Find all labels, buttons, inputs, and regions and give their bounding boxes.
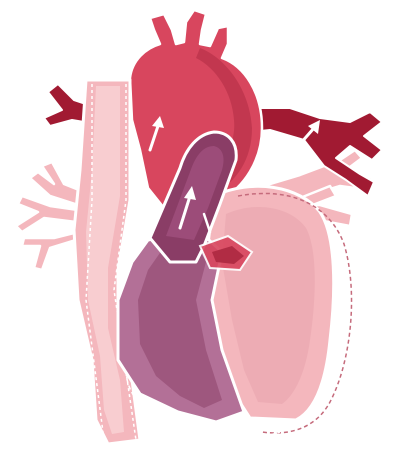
- heart-illustration: [0, 0, 397, 457]
- heart-diagram: [0, 0, 397, 457]
